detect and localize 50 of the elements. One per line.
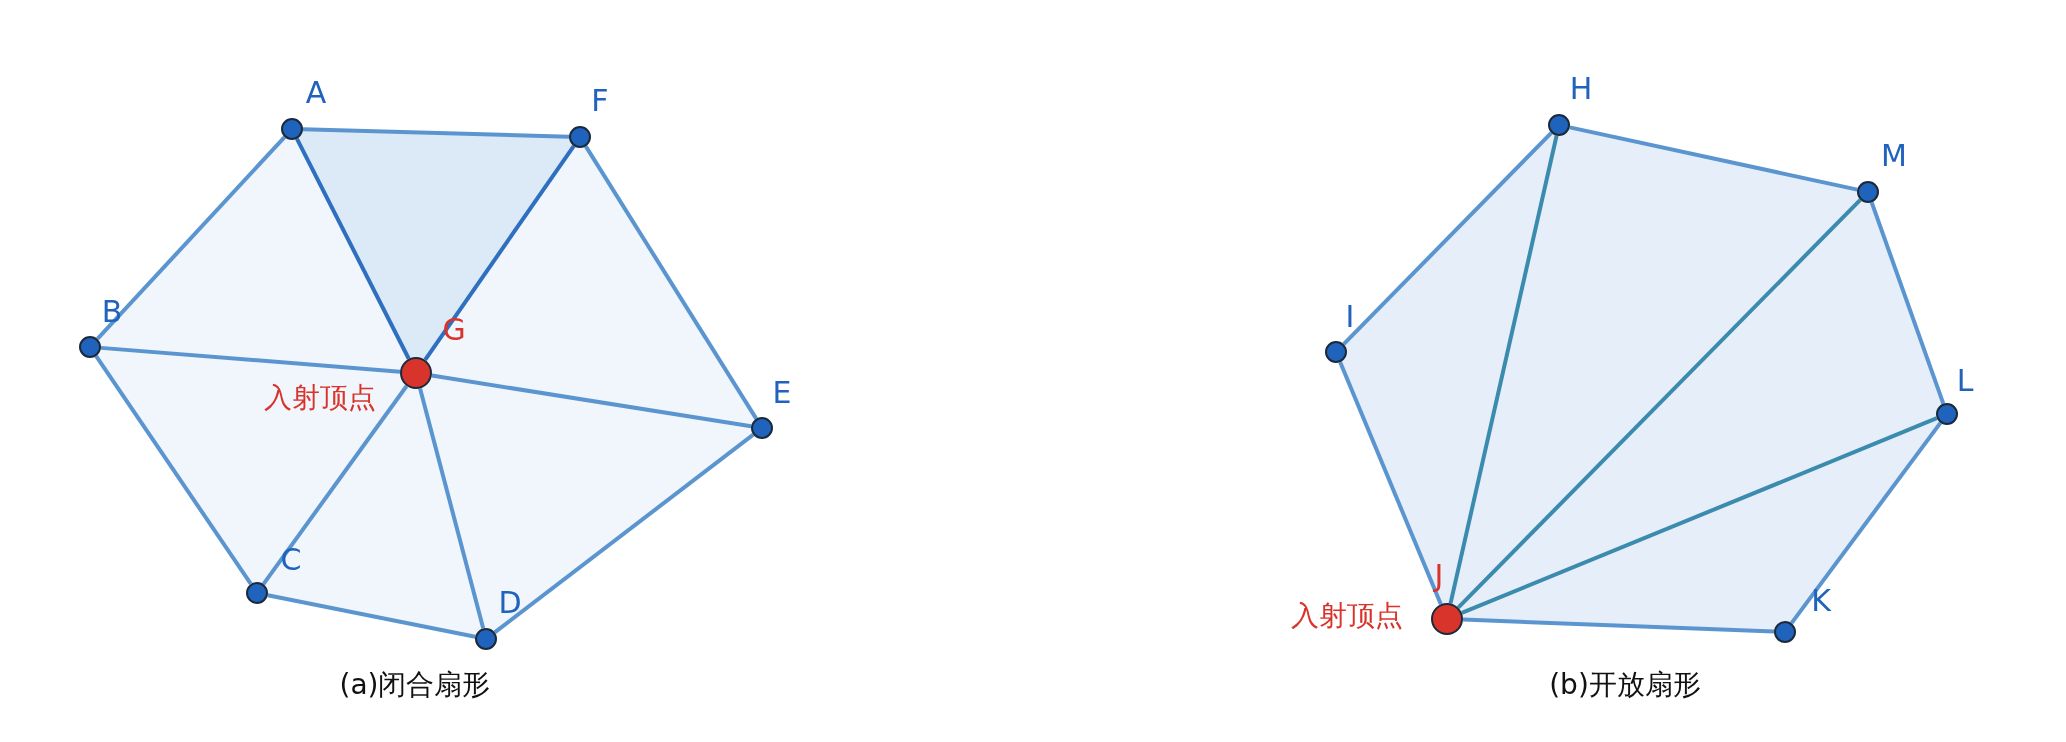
- edge-line: [431, 373, 752, 429]
- vertex-dot: [751, 417, 773, 439]
- vertex-label: L: [1956, 362, 1974, 398]
- edge-line: [96, 135, 286, 341]
- vertex-dot: [246, 582, 268, 604]
- vertex-dot: [1936, 403, 1958, 425]
- edge-line: [100, 345, 401, 374]
- vertex-dot: [1325, 341, 1347, 363]
- edge-line: [295, 137, 411, 360]
- edge-line: [1448, 135, 1559, 604]
- edge-line: [94, 354, 253, 586]
- edge-line: [1789, 421, 1943, 625]
- figure-caption: (a)闭合扇形: [339, 667, 491, 703]
- vertex-label: J: [1434, 557, 1444, 593]
- vertex-label: K: [1811, 582, 1831, 618]
- vertex-label: M: [1881, 137, 1907, 173]
- vertex-dot: [281, 118, 303, 140]
- vertex-dot: [1857, 181, 1879, 203]
- vertex-label: E: [772, 374, 792, 410]
- edge-line: [1569, 125, 1858, 192]
- edge-line: [267, 593, 476, 639]
- vertex-dot: [1774, 621, 1796, 643]
- edge-line: [302, 127, 570, 139]
- vertex-label: A: [305, 74, 327, 110]
- figure-caption: (b)开放扇形: [1549, 667, 1701, 703]
- vertex-label: G: [442, 311, 466, 347]
- vertex-dot: [1548, 114, 1570, 136]
- vertex-caption: 入射顶点: [1291, 598, 1403, 634]
- edge-line: [1869, 201, 1946, 405]
- edge-line: [584, 145, 758, 420]
- vertex-dot: [1431, 603, 1463, 635]
- vertex-dot: [569, 126, 591, 148]
- vertex-label: I: [1345, 298, 1355, 334]
- edge-line: [1461, 416, 1938, 615]
- edge-line: [418, 387, 486, 629]
- edge-line: [1342, 131, 1553, 346]
- vertex-label: F: [591, 82, 609, 118]
- vertex-caption: 入射顶点: [264, 380, 376, 416]
- vertex-label: H: [1569, 70, 1593, 106]
- vertex-dot: [475, 628, 497, 650]
- vertex-label: C: [280, 541, 302, 577]
- edge-line: [1456, 198, 1862, 609]
- edge-line: [423, 144, 576, 361]
- edge-line: [493, 433, 755, 634]
- vertex-dot: [79, 336, 101, 358]
- vertex-label: D: [498, 584, 522, 620]
- edge-line: [1338, 361, 1443, 605]
- edge-line: [1462, 617, 1775, 634]
- edge-line: [261, 384, 409, 586]
- vertex-label: B: [101, 293, 123, 329]
